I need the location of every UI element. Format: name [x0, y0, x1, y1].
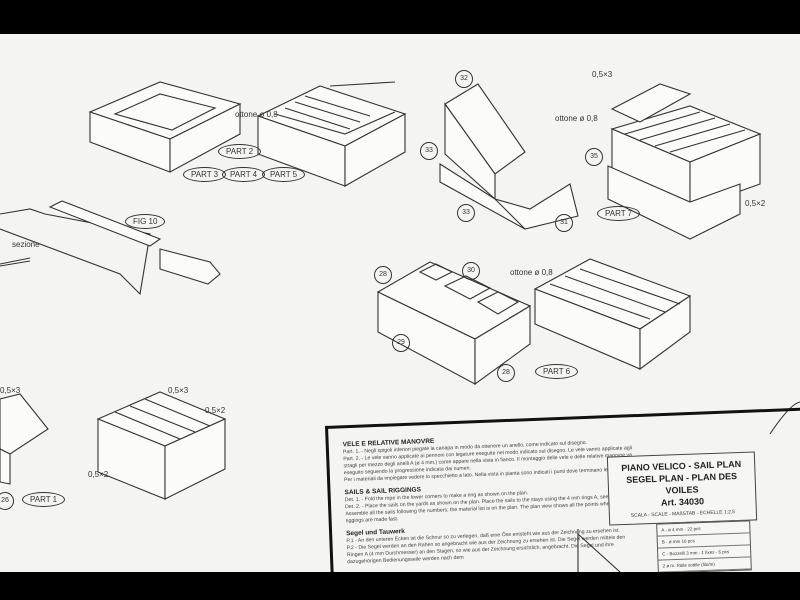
part-number: 31	[555, 214, 573, 232]
fig-label: FIG 10	[125, 214, 166, 229]
sail-outline	[769, 401, 800, 435]
scale-label: SCALA - SCALE - MAßSTAB - ECHELLE 1:2,5	[630, 509, 736, 519]
drawing-part-2	[256, 81, 407, 187]
legend-item: 2 ø m. Raile sottile (filo/m)	[658, 557, 751, 572]
part-label: PART 7	[597, 206, 641, 221]
plank-label: 0,5×2	[745, 199, 766, 208]
drawing-part-6	[533, 258, 692, 371]
part-number: 35	[585, 148, 603, 166]
part-label: PART 5	[262, 167, 306, 182]
part-number: 29	[392, 334, 410, 352]
plan-sheet: ottone ø 0,8 PART 2 PART 3 PART 4 PART 5…	[0, 34, 800, 572]
drawing-part-3	[88, 81, 242, 173]
section-label: sezione	[12, 240, 40, 249]
plank-label: 0,5×3	[592, 70, 613, 79]
wire-label: ottone ø 0,8	[235, 110, 278, 119]
plank-label: 0,5×3	[0, 386, 21, 395]
materials-legend: A - ø 4 mm - 22 pcs B - ø mm 16 pcs C - …	[656, 520, 752, 572]
wire-label: ottone ø 0,8	[555, 114, 598, 123]
part-label: PART 6	[535, 364, 579, 379]
drawing-part-31-33	[439, 83, 579, 230]
part-number: 32	[455, 70, 473, 88]
part-label: PART 1	[22, 492, 66, 507]
mast-drawing	[577, 529, 621, 572]
part-label: PART 4	[222, 167, 266, 182]
part-number: 26	[0, 492, 14, 510]
drawing-part-28-30	[376, 261, 532, 386]
part-number: 28	[497, 364, 515, 382]
drawing-fig-10-file	[0, 200, 221, 296]
drawing-part-7	[607, 83, 762, 240]
part-number: 33	[420, 142, 438, 160]
plank-label: 0,5×2	[205, 406, 226, 415]
drawing-part-1	[0, 391, 227, 500]
part-label: PART 2	[218, 144, 262, 159]
part-number: 30	[462, 262, 480, 280]
part-number: 33	[457, 204, 475, 222]
plank-label: 0,5×3	[168, 386, 189, 395]
plank-label: 0,5×2	[88, 470, 109, 479]
wire-label: ottone ø 0,8	[510, 268, 553, 277]
title-block: PIANO VELICO - SAIL PLAN SEGEL PLAN - PL…	[606, 451, 758, 526]
assembly-drawings	[0, 81, 800, 572]
part-label: PART 3	[183, 167, 227, 182]
part-number: 28	[374, 266, 392, 284]
